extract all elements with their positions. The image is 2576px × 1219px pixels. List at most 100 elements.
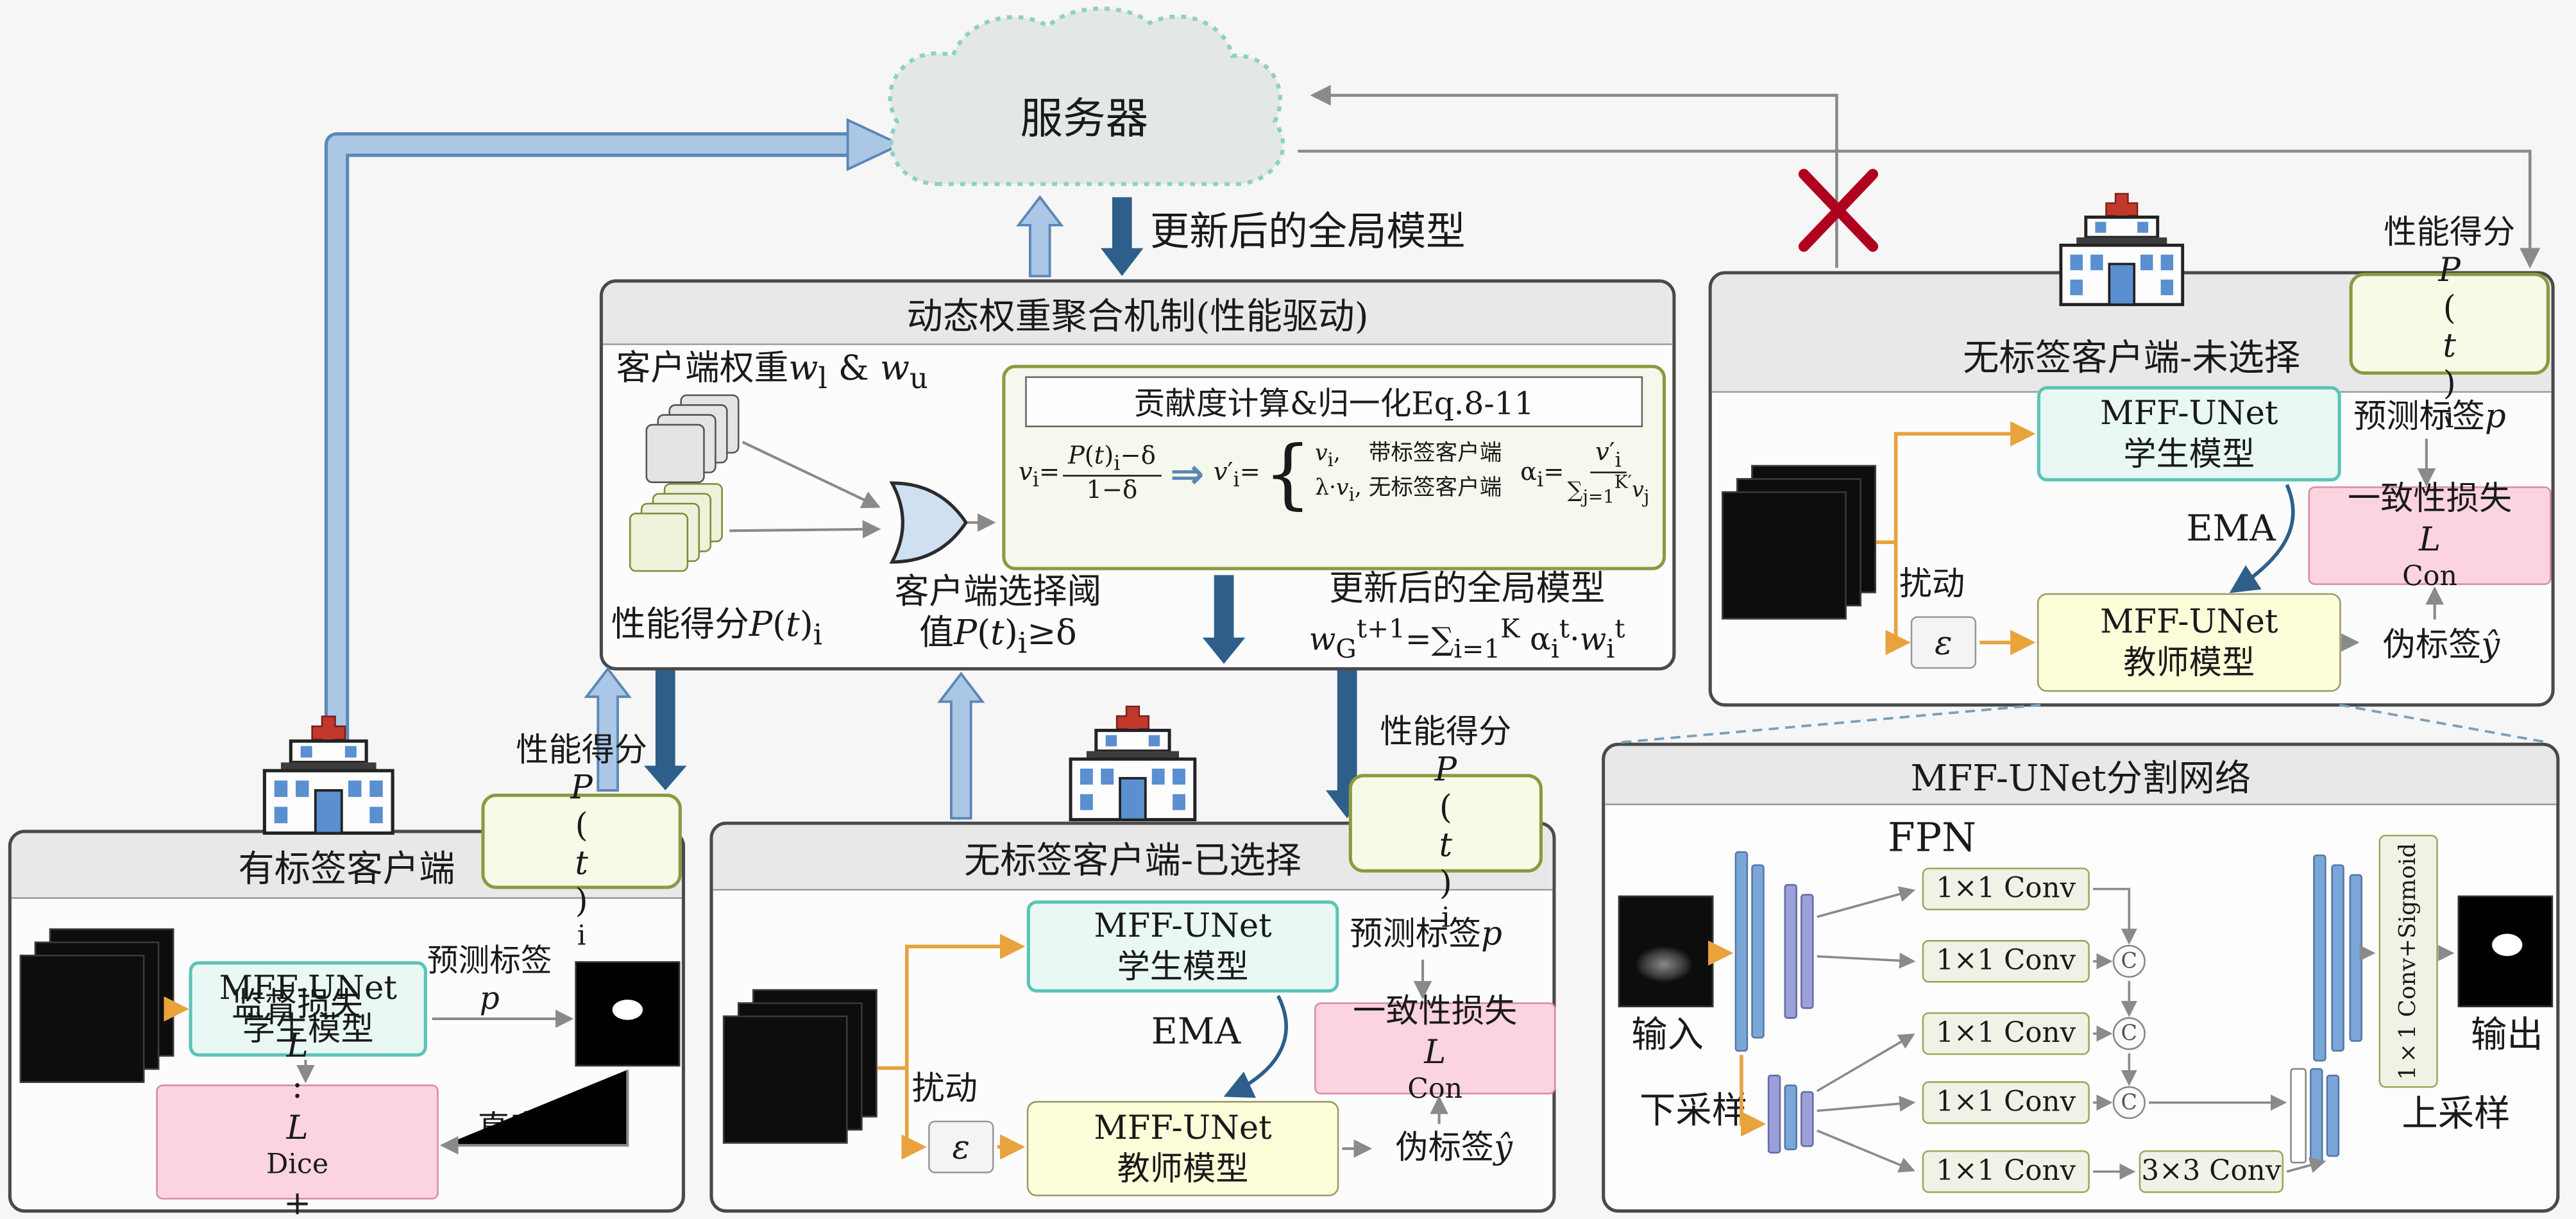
weight-square — [645, 423, 705, 483]
selected-ema-label: EMA — [1151, 1012, 1241, 1053]
scan-image — [1722, 491, 1847, 620]
contribution-formula: vi= P(t)i−δ 1−δ ⇒ v′i= { vi, 带标签客户端 λ·vi… — [1005, 428, 1662, 518]
network-title-text: MFF-UNet分割网络 — [1910, 758, 2251, 800]
labeled-weight-stack — [645, 394, 745, 490]
final-conv-sigmoid-block: 1×1 Conv+Sigmoid — [2378, 835, 2438, 1088]
unselected-epsilon-box: ε — [1910, 616, 1977, 669]
performance-score-label: 性能得分P(t)i — [611, 604, 823, 653]
aggregation-title: 动态权重聚合机制(性能驱动) — [602, 282, 1673, 345]
conv1x1-block-5: 1×1 Conv — [1922, 1150, 2090, 1193]
selected-pseudo-label: 伪标签ŷ — [1395, 1127, 1513, 1167]
downsampled-bar — [1801, 1091, 1814, 1147]
hospital-icon-labeled — [264, 717, 393, 833]
conv1x1-block-1: 1×1 Conv — [1922, 867, 2090, 910]
encoder-bar — [1784, 883, 1797, 1019]
global-model-flow-label: 更新后的全局模型 — [1149, 209, 1466, 255]
selected-scan-stack — [722, 989, 877, 1147]
scan-image — [722, 1015, 848, 1144]
formula-v-num: P(t)i−δ — [1063, 441, 1161, 477]
final-conv-sigmoid-text: 1×1 Conv+Sigmoid — [2395, 842, 2422, 1080]
scan-image — [19, 955, 145, 1083]
decoder-bar — [2310, 1068, 2323, 1164]
aggregation-title-text: 动态权重聚合机制(性能驱动) — [906, 296, 1369, 338]
formula-v: vi= P(t)i−δ 1−δ — [1019, 441, 1161, 506]
weight-square — [629, 513, 689, 572]
unselected-perturbation-label: 扰动 — [1899, 563, 1965, 603]
downsample-label: 下采样 — [1640, 1091, 1749, 1132]
decoder-bar-tall — [2349, 874, 2363, 1042]
update-global-model-label: 更新后的全局模型 — [1329, 568, 1606, 608]
decoder-bar — [2326, 1075, 2340, 1157]
downsampled-bar — [1767, 1075, 1781, 1154]
client-weights-label: 客户端权重wl & wu — [616, 348, 928, 396]
concat-circle-icon: C — [2112, 1086, 2146, 1120]
selected-epsilon-box: ε — [928, 1120, 994, 1173]
true-label-text: 真实标签y — [477, 1107, 627, 1147]
labeled-client-title-text: 有标签客户端 — [238, 848, 455, 890]
encoder-bar — [1751, 864, 1765, 1039]
selected-perturbation-label: 扰动 — [911, 1068, 978, 1108]
case-unlabeled: λ·vi, 无标签客户端 — [1315, 475, 1502, 506]
unlabeled-weight-stack — [629, 482, 728, 579]
formula-v-prime: v′i= { vi, 带标签客户端 λ·vi, 无标签客户端 — [1213, 428, 1502, 518]
decoder-bar-tall — [2331, 864, 2344, 1052]
network-output-image — [2457, 895, 2554, 1008]
concat-circle-icon: C — [2112, 944, 2146, 978]
network-output-label: 输出 — [2471, 1015, 2543, 1057]
contribution-box: 贡献度计算&归一化Eq.8-11 vi= P(t)i−δ 1−δ ⇒ v′i= … — [1002, 364, 1666, 570]
zoom-detail-lines — [1616, 703, 2550, 744]
unselected-ema-label: EMA — [2186, 509, 2276, 551]
case-brace: { — [1263, 428, 1312, 518]
unselected-predicted-label: 预测标签p — [2353, 396, 2506, 436]
decoder-bar-tall — [2313, 854, 2326, 1062]
concat-circle-icon: C — [2112, 1017, 2146, 1050]
formula-alpha: αi= v′i ∑j=1K′vj — [1520, 438, 1650, 509]
server-label: 服务器 — [1020, 95, 1149, 145]
unselected-performance-badge: 性能得分P(t)i — [2349, 212, 2550, 434]
encoder-bar — [1801, 894, 1814, 1009]
conv3x3-block: 3×3 Conv — [2139, 1150, 2284, 1193]
predicted-mask-image — [575, 961, 681, 1067]
unselected-pseudo-label: 伪标签ŷ — [2382, 624, 2500, 664]
network-input-label: 输入 — [1631, 1015, 1704, 1057]
global-to-labeled-arrow — [643, 670, 687, 790]
server-to-aggregation-arrow — [1101, 197, 1144, 277]
network-input-image — [1618, 895, 1714, 1008]
selected-client-title-text: 无标签客户端-已选择 — [963, 840, 1302, 882]
upsample-label: 上采样 — [2402, 1094, 2511, 1136]
formula-alpha-den: ∑j=1K′vj — [1567, 472, 1650, 509]
selected-performance-badge: 性能得分P(t)i — [1348, 712, 1543, 933]
formula-v-fraction: P(t)i−δ 1−δ — [1063, 441, 1161, 506]
contribution-title: 贡献度计算&归一化Eq.8-11 — [1025, 376, 1643, 427]
network-title: MFF-UNet分割网络 — [1605, 746, 2557, 805]
conv1x1-block-3: 1×1 Conv — [1922, 1012, 2090, 1055]
conv1x1-block-2: 1×1 Conv — [1922, 940, 2090, 983]
selected-predicted-label: 预测标签p — [1350, 914, 1502, 953]
formula-cases: vi, 带标签客户端 λ·vi, 无标签客户端 — [1315, 439, 1502, 508]
downsampled-bar — [1784, 1084, 1797, 1150]
decoder-bar-white — [2290, 1068, 2307, 1164]
update-global-model-formula: wGt+1=∑i=1K αit·wit — [1309, 613, 1625, 665]
selection-threshold-label: 客户端选择阈值P(t)i≥δ — [894, 572, 1102, 661]
selected-score-up-arrow — [937, 671, 985, 820]
red-x-mark — [1798, 169, 1879, 252]
labeled-performance-badge: 性能得分P(t)i — [481, 730, 682, 951]
encoder-bar — [1734, 851, 1749, 1052]
formula-vprime-lhs: v′i= — [1213, 456, 1260, 491]
hospital-icon-selected — [1071, 706, 1195, 819]
aggregation-to-server-arrow — [1016, 195, 1064, 278]
conv1x1-block-4: 1×1 Conv — [1922, 1081, 2090, 1124]
formula-v-den: 1−δ — [1086, 475, 1138, 506]
case-labeled: vi, 带标签客户端 — [1315, 441, 1502, 472]
formula-alpha-fraction: v′i ∑j=1K′vj — [1567, 438, 1650, 509]
